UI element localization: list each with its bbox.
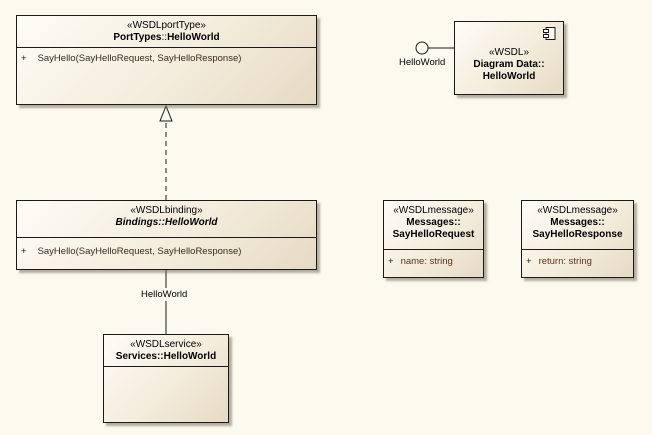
- component-header: «WSDL» Diagram Data:: HelloWorld: [455, 47, 563, 83]
- request-attribute[interactable]: +name: string: [388, 256, 453, 267]
- binding-divider: [17, 237, 316, 238]
- request-stereotype: «WSDLmessage»: [393, 205, 474, 216]
- component-icon: [543, 27, 556, 40]
- interface-label: HelloWorld: [399, 57, 446, 68]
- binding-name: Bindings::HelloWorld: [115, 217, 218, 228]
- service-header: «WSDLservice» Services::HelloWorld: [104, 335, 228, 363]
- component-stereotype: «WSDL»: [488, 47, 529, 58]
- service-class[interactable]: «WSDLservice» Services::HelloWorld: [103, 334, 229, 423]
- porttype-class[interactable]: «WSDLportType» PortTypes::HelloWorld +Sa…: [16, 15, 317, 105]
- response-header: «WSDLmessage» Messages:: SayHelloRespons…: [522, 201, 633, 241]
- response-name-line1: Messages::: [550, 217, 605, 228]
- binding-header: «WSDLbinding» Bindings::HelloWorld: [17, 201, 316, 229]
- realization-arrowhead: [159, 104, 173, 122]
- binding-operation[interactable]: +SayHello(SayHelloRequest, SayHelloRespo…: [21, 246, 242, 257]
- wsdl-component[interactable]: «WSDL» Diagram Data:: HelloWorld: [454, 21, 564, 95]
- request-name-line2: SayHelloRequest: [392, 229, 475, 240]
- component-name-line2: HelloWorld: [482, 71, 536, 82]
- interface-lollipop-icon[interactable]: [415, 41, 429, 55]
- component-name-line1: Diagram Data::: [473, 59, 545, 70]
- request-name-line1: Messages::: [406, 217, 461, 228]
- response-name-line2: SayHelloResponse: [532, 229, 623, 240]
- porttype-name: PortTypes::HelloWorld: [113, 32, 220, 43]
- request-header: «WSDLmessage» Messages:: SayHelloRequest: [384, 201, 483, 241]
- message-request-class[interactable]: «WSDLmessage» Messages:: SayHelloRequest…: [383, 200, 484, 278]
- message-response-class[interactable]: «WSDLmessage» Messages:: SayHelloRespons…: [521, 200, 634, 278]
- service-name: Services::HelloWorld: [115, 351, 217, 362]
- service-divider: [104, 366, 228, 367]
- response-divider: [522, 249, 633, 250]
- porttype-stereotype: «WSDLportType»: [127, 20, 206, 31]
- binding-class[interactable]: «WSDLbinding» Bindings::HelloWorld +SayH…: [16, 200, 317, 270]
- porttype-operation[interactable]: +SayHello(SayHelloRequest, SayHelloRespo…: [21, 53, 242, 64]
- binding-stereotype: «WSDLbinding»: [130, 205, 203, 216]
- service-stereotype: «WSDLservice»: [130, 339, 202, 350]
- association-label: HelloWorld: [141, 289, 188, 300]
- response-attribute[interactable]: +return: string: [526, 256, 592, 267]
- porttype-divider: [17, 47, 316, 48]
- response-stereotype: «WSDLmessage»: [537, 205, 618, 216]
- request-divider: [384, 249, 483, 250]
- porttype-header: «WSDLportType» PortTypes::HelloWorld: [17, 16, 316, 44]
